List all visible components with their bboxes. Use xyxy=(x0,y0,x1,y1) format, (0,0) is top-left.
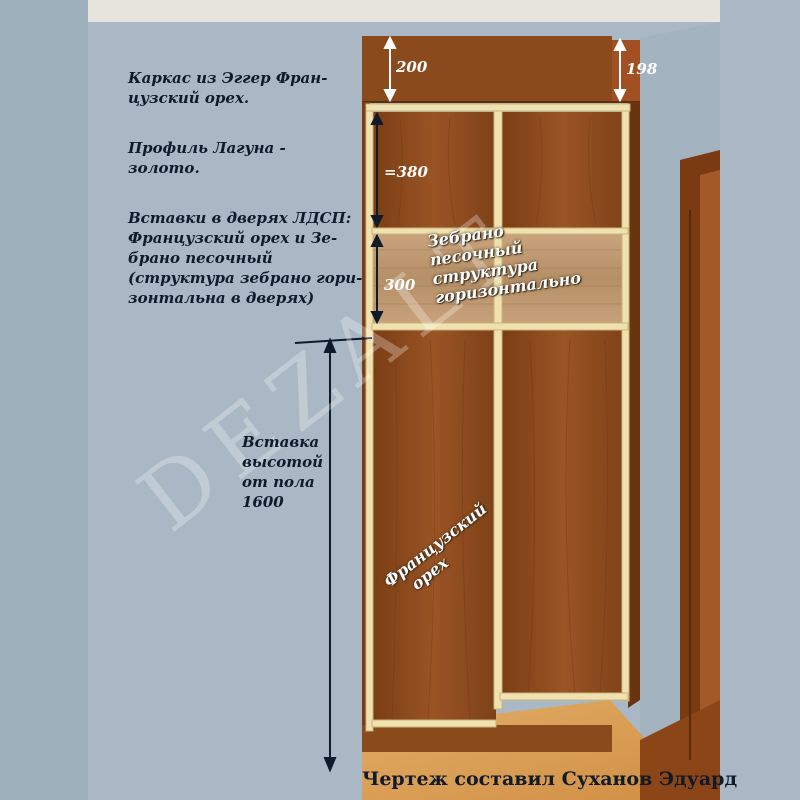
floor-insert-line2: высотой xyxy=(242,453,324,471)
gold-profile-frame xyxy=(365,103,631,732)
frame-note-line1: Каркас из Эггер Фран- xyxy=(128,69,328,87)
floor-insert-line4: 1600 xyxy=(242,493,284,511)
insert-height-label: 300 xyxy=(384,276,416,294)
wardrobe-side-right xyxy=(628,102,640,708)
left-door xyxy=(372,112,496,726)
profile-note-line2: золото. xyxy=(128,159,200,177)
floor-insert-line3: от пола xyxy=(242,473,315,491)
right-door xyxy=(500,112,628,698)
floor-insert-note: Вставка высотой от пола 1600 xyxy=(242,432,323,512)
inserts-note-line3: брано песочный xyxy=(128,249,273,267)
zebrano-insert-right xyxy=(500,233,628,325)
zebrano-insert-left xyxy=(372,233,496,325)
left-wall-edge xyxy=(0,0,88,800)
floor-insert-line1: Вставка xyxy=(242,433,320,451)
top-header-panel xyxy=(362,36,612,102)
frame-note-line2: цузский орех. xyxy=(128,89,250,107)
dimension-lines xyxy=(383,35,627,103)
profile-note: Профиль Лагуна - золото. xyxy=(128,138,286,178)
ceiling-gap-label: 198 xyxy=(626,60,658,78)
top-height-label: 200 xyxy=(396,58,428,76)
profile-note-line1: Профиль Лагуна - xyxy=(128,139,286,157)
plinth xyxy=(362,725,612,752)
author-credit: Чертеж составил Суханов Эдуард xyxy=(362,768,738,790)
inserts-note-line1: Вставки в дверях ЛДСП: xyxy=(128,209,352,227)
upper-panel-label: =380 xyxy=(384,163,428,181)
inserts-note-line5: зонтальна в дверях) xyxy=(128,289,315,307)
inserts-note: Вставки в дверях ЛДСП: Французский орех … xyxy=(128,208,362,308)
inserts-note-line4: (структура зебрано гори- xyxy=(128,269,363,287)
frame-note: Каркас из Эггер Фран- цузский орех. xyxy=(128,68,327,108)
insert-level-line xyxy=(294,337,373,344)
inserts-note-line2: Французский орех и Зе- xyxy=(128,229,338,247)
left-wall xyxy=(88,22,362,800)
ceiling xyxy=(88,0,720,22)
room-door xyxy=(640,150,720,800)
